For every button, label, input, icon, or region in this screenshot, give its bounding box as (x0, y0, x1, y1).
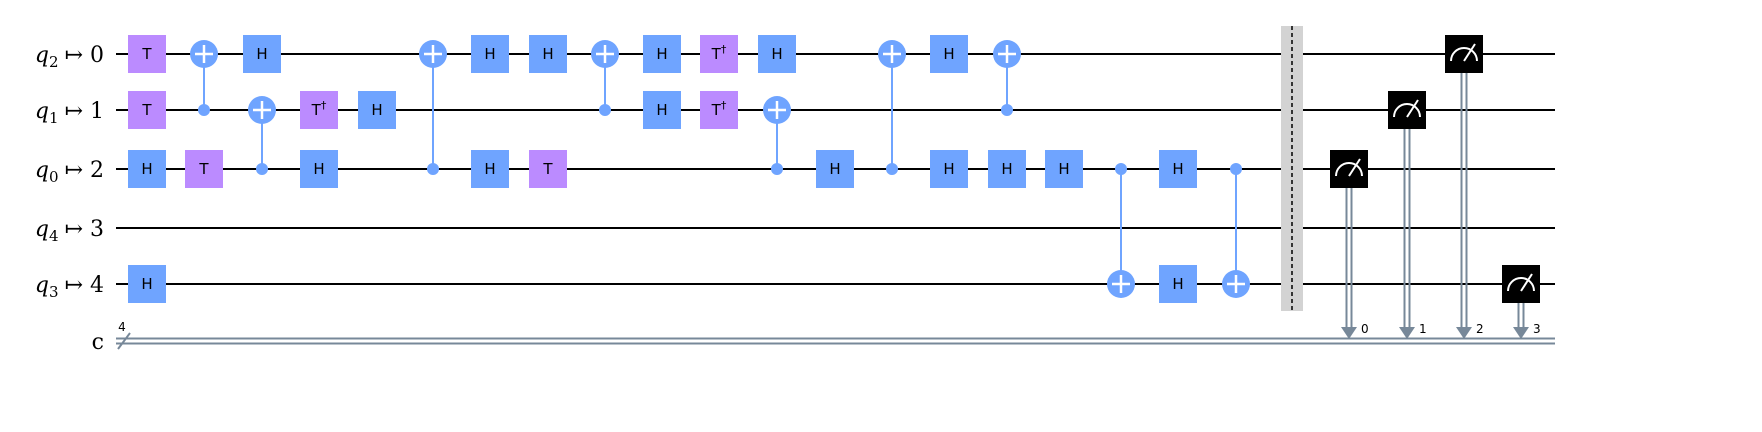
h-gate (1045, 150, 1083, 188)
gate-label: T (141, 45, 152, 63)
gate-label: H (484, 160, 495, 178)
h-gate (643, 91, 681, 129)
cx-control-dot (1001, 104, 1013, 116)
gate-label: H (371, 101, 382, 119)
gate-label: H (943, 160, 954, 178)
gate-label: H (771, 45, 782, 63)
h-gate (816, 150, 854, 188)
qubit-label-0: q2↦ 0 (35, 43, 104, 71)
measure-clbit-index: 2 (1476, 322, 1484, 336)
h-gate (1159, 265, 1197, 303)
gate-label: T (542, 160, 553, 178)
meter-icon (1507, 277, 1535, 292)
labels-layer: 4 q2↦ 0 q1↦ 1 q0↦ 2 q4↦ 3 q3↦ 4 c (35, 43, 126, 355)
meter-needle (1406, 99, 1419, 118)
measure-gate (1330, 150, 1368, 188)
h-gate (471, 35, 509, 73)
gate-label: H (943, 45, 954, 63)
h-gate (1159, 150, 1197, 188)
h-gate (643, 35, 681, 73)
gate-label: H (141, 160, 152, 178)
h-gate (529, 35, 567, 73)
t-gate (128, 35, 166, 73)
gate-label: H (829, 160, 840, 178)
t-gate (128, 91, 166, 129)
classical-bundle-size: 4 (118, 320, 126, 334)
cx-control-dot (1230, 163, 1242, 175)
cx-control-dot (427, 163, 439, 175)
tdg-gate (700, 91, 738, 129)
measure-clbit-index: 1 (1419, 322, 1427, 336)
cx-control-dot (256, 163, 268, 175)
h-gate (930, 35, 968, 73)
h-gate (300, 150, 338, 188)
measure-clbit-index: 0 (1361, 322, 1369, 336)
meter-needle (1520, 273, 1533, 292)
t-gate (529, 150, 567, 188)
h-gate (128, 150, 166, 188)
cx-control-dot (198, 104, 210, 116)
cx-control-dot (1115, 163, 1127, 175)
h-gate (471, 150, 509, 188)
h-gate (930, 150, 968, 188)
h-gate (758, 35, 796, 73)
measure-arrow (1513, 327, 1529, 339)
meter-icon (1393, 103, 1421, 118)
gate-label: H (1172, 160, 1183, 178)
classical-bundle-slash (117, 332, 131, 350)
gate-label: T (141, 101, 152, 119)
gate-label: H (1001, 160, 1012, 178)
classical-label: c (92, 330, 104, 355)
meter-needle (1348, 158, 1361, 177)
gate-label: H (542, 45, 553, 63)
qubit-label-3: q4↦ 3 (35, 217, 104, 245)
gate-label: H (313, 160, 324, 178)
meter-needle (1463, 43, 1476, 62)
connections-layer (203, 54, 1529, 339)
h-gate (243, 35, 281, 73)
cx-control-dot (771, 163, 783, 175)
h-gate (128, 265, 166, 303)
measure-gate (1445, 35, 1483, 73)
measure-clbit-index: 3 (1533, 322, 1541, 336)
qubit-label-4: q3↦ 4 (35, 273, 104, 301)
gate-label: H (141, 275, 152, 293)
measure-arrow (1341, 327, 1357, 339)
gate-label: T (198, 160, 209, 178)
h-gate (358, 91, 396, 129)
meter-icon (1335, 162, 1363, 177)
t-gate (185, 150, 223, 188)
gate-label: H (484, 45, 495, 63)
barrier-layer (1281, 26, 1303, 311)
meter-icon (1450, 47, 1478, 62)
tdg-gate (300, 91, 338, 129)
measure-arrow (1399, 327, 1415, 339)
measure-arrow (1456, 327, 1472, 339)
tdg-gate (700, 35, 738, 73)
h-gate (988, 150, 1026, 188)
gate-label: H (1058, 160, 1069, 178)
qubit-label-1: q1↦ 1 (35, 99, 104, 127)
measure-gate (1502, 265, 1540, 303)
cx-control-dot (599, 104, 611, 116)
gate-label: H (656, 45, 667, 63)
gate-label: H (656, 101, 667, 119)
cx-control-dot (886, 163, 898, 175)
qubit-label-2: q0↦ 2 (35, 158, 104, 186)
measure-gate (1388, 91, 1426, 129)
gate-label: H (256, 45, 267, 63)
gate-label: H (1172, 275, 1183, 293)
